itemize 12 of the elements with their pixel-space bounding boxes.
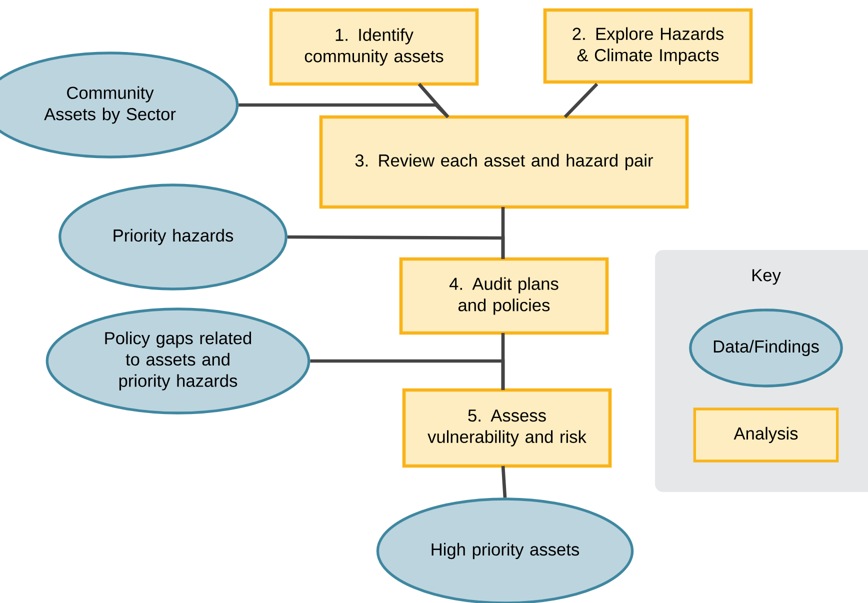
- connector-line: [564, 82, 598, 118]
- legend-box: Analysis: [693, 408, 839, 462]
- legend-title: Key: [752, 269, 781, 285]
- connector-line: [310, 359, 505, 390]
- process-box: 4. Audit plans and policies: [399, 257, 609, 335]
- connector-line: [287, 235, 505, 259]
- connector-line: [501, 466, 507, 498]
- process-box: 3. Review each asset and hazard pair: [319, 115, 689, 209]
- process-box: 5. Assess vulnerability and risk: [402, 388, 612, 468]
- process-box: 1. Identify community assets: [269, 8, 479, 86]
- process-box: 2. Explore Hazards & Climate Impacts: [543, 8, 753, 84]
- connector-line: [418, 82, 450, 118]
